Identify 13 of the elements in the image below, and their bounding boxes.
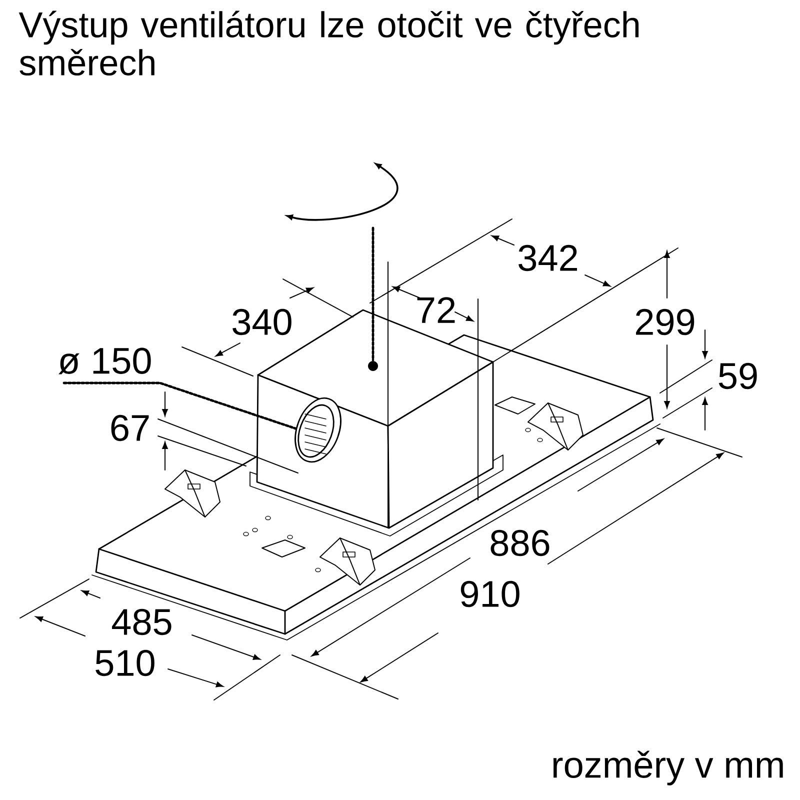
dimension-label: 67 [111,414,149,442]
dimension-label: 510 [96,650,154,676]
title: Výstup ventilátoru lze otočit ve čtyřech směrech [18,10,639,76]
dimension-label: 299 [636,308,694,336]
dimension-label: 910 [460,580,520,608]
dimension-label: 340 [232,308,292,336]
dimension-label: 59 [718,362,757,390]
dimension-label: 342 [518,244,577,272]
dimension-label: 886 [490,530,550,556]
dimension-label: ø 150 [58,348,151,374]
dimension-label: 485 [112,608,172,636]
caption: rozměry v mm [553,750,783,786]
dimension-label: 72 [417,297,455,323]
